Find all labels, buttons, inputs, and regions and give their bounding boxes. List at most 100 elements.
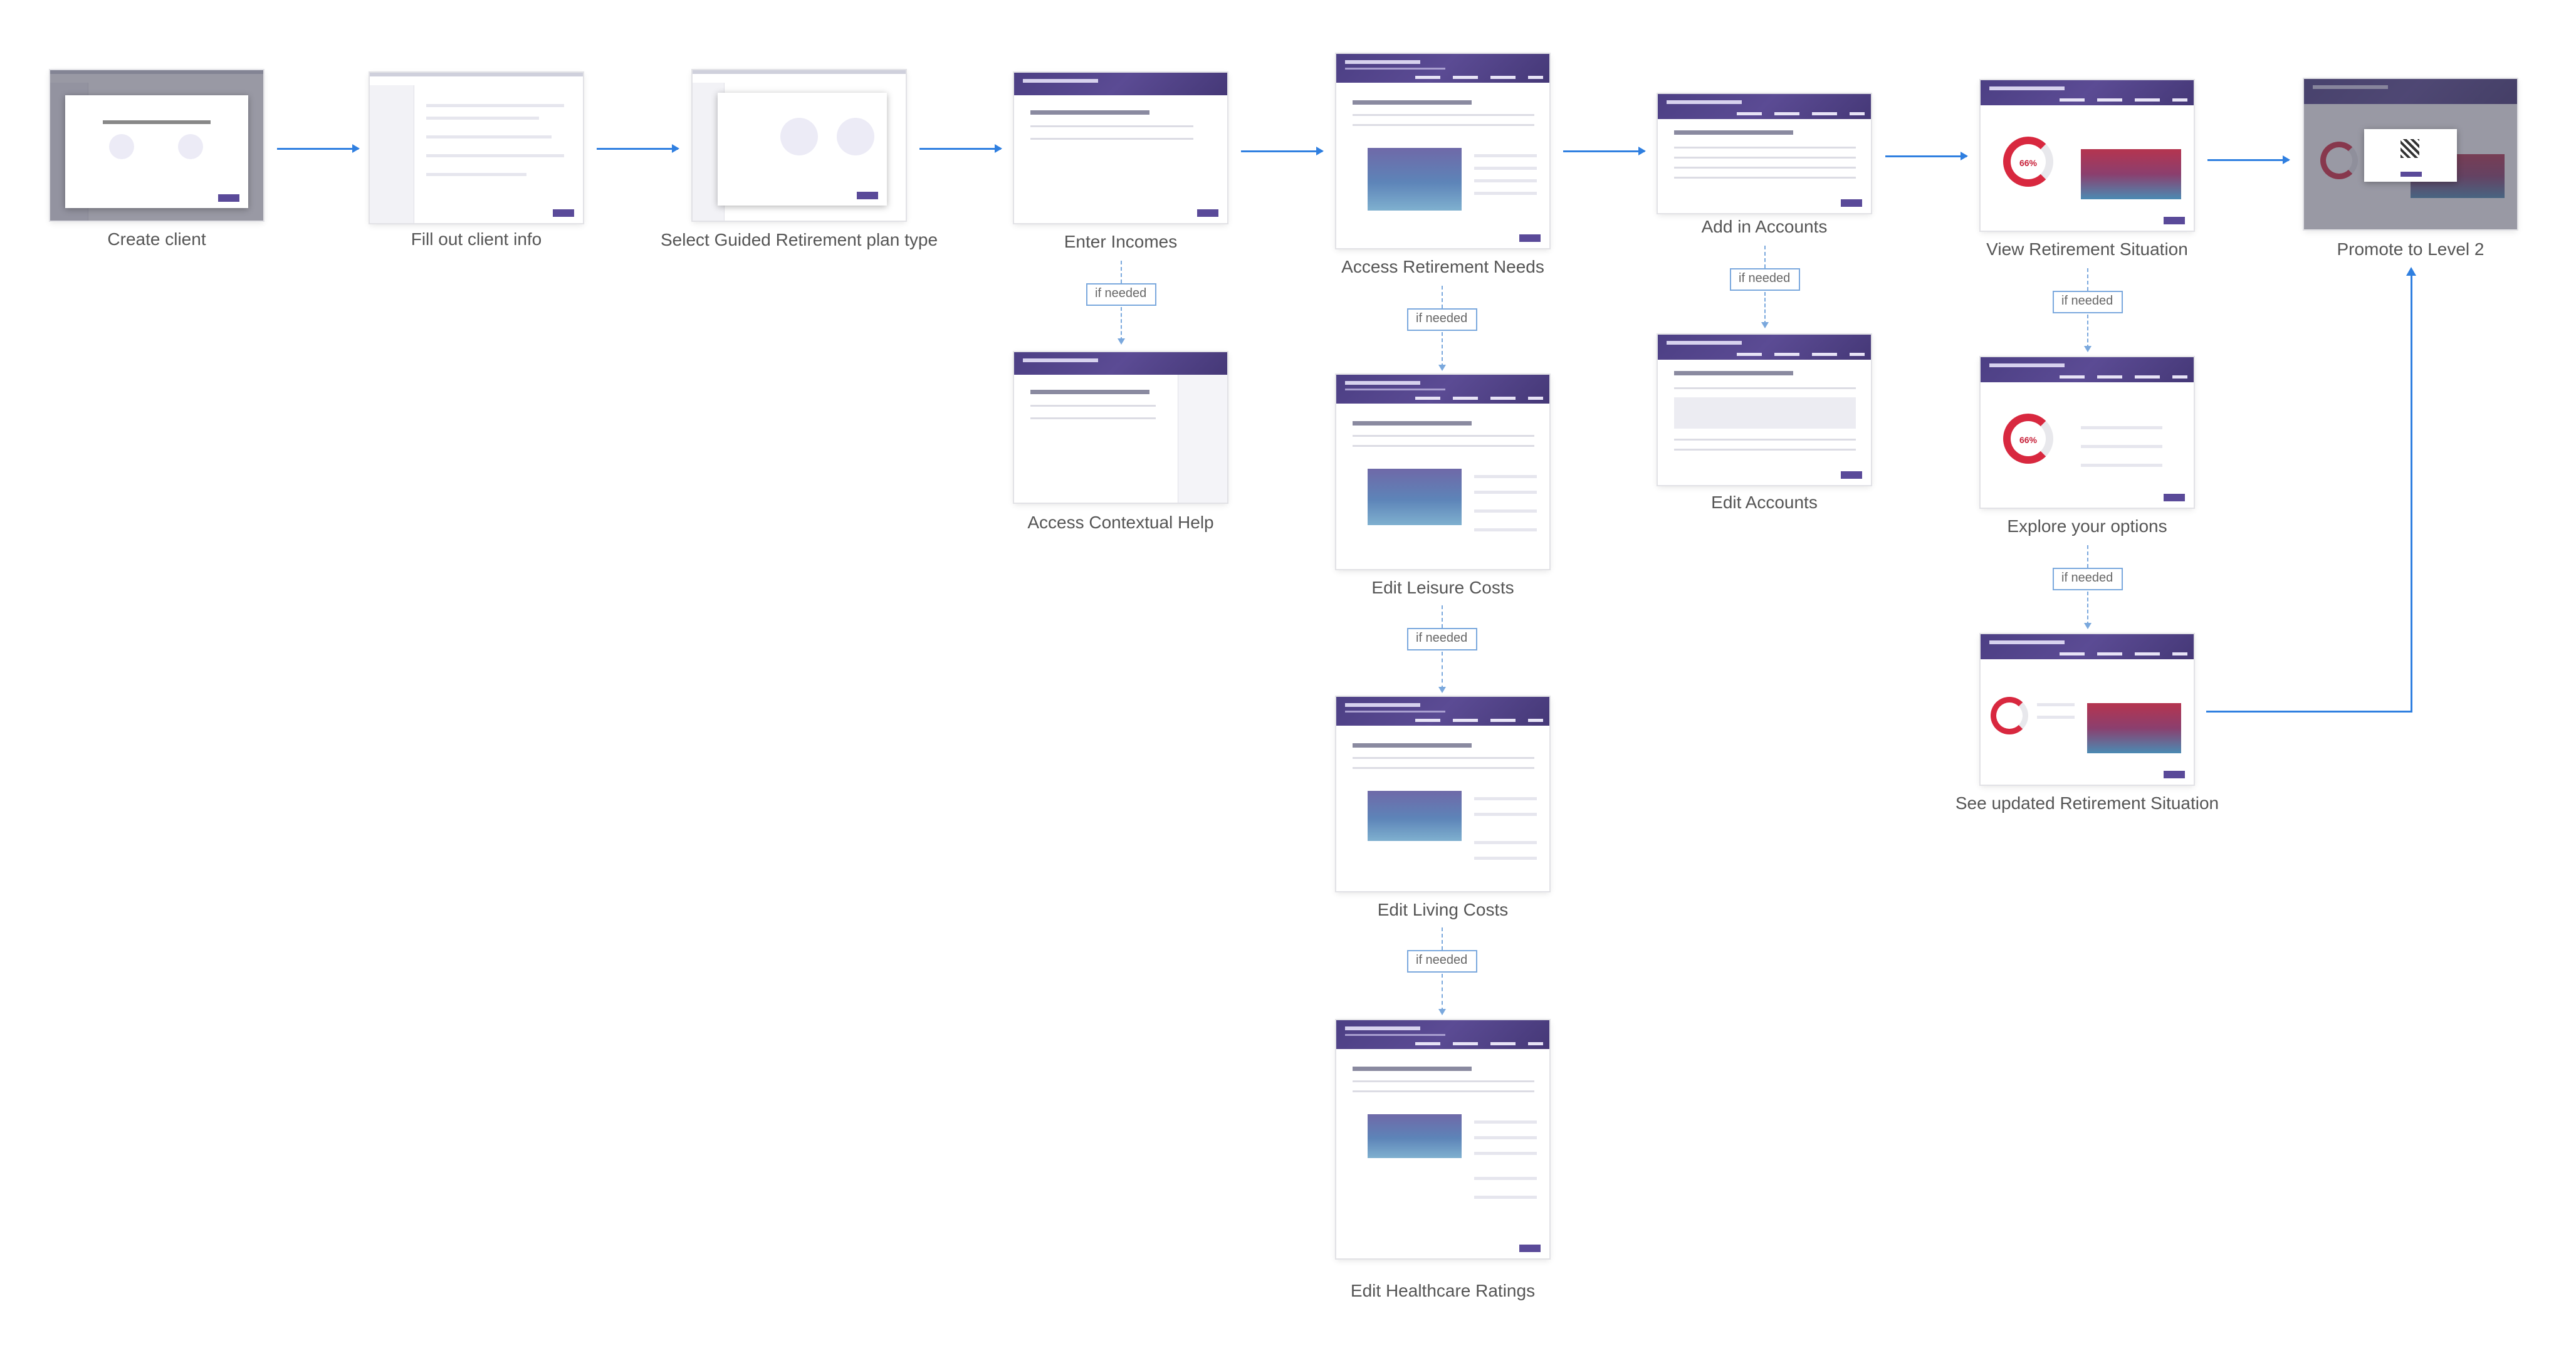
- question-heading: [1674, 371, 1793, 375]
- top-bar: [370, 73, 583, 76]
- step-label: Create client: [107, 229, 206, 249]
- expenses-chart: [1368, 148, 1462, 211]
- top-bar: [693, 70, 906, 74]
- return-arrowhead: [2406, 267, 2416, 276]
- projection-chart: [2081, 149, 2181, 199]
- option-slider: [2081, 426, 2162, 429]
- return-connector: [2206, 711, 2412, 713]
- account-row: [1674, 167, 1856, 169]
- if-needed-tag: if needed: [1086, 283, 1156, 306]
- screen-leisure-costs: [1336, 375, 1549, 569]
- income-row: [1030, 125, 1193, 127]
- question-heading: [1353, 743, 1472, 748]
- projection-chart: [2087, 703, 2181, 753]
- next-button: [1519, 234, 1541, 242]
- header-subtitle: [1345, 711, 1445, 713]
- header-tabs: [1415, 1042, 1543, 1045]
- header-title: [1345, 1026, 1420, 1030]
- dashed-connector: [1118, 307, 1125, 345]
- income-row: [1030, 405, 1156, 407]
- app-header: [1981, 80, 2194, 105]
- step-label: Edit Leisure Costs: [1371, 578, 1514, 597]
- modal-button: [2401, 172, 2422, 177]
- form-field: [426, 154, 564, 157]
- create-client-modal: [65, 95, 248, 208]
- header-tabs: [2060, 375, 2187, 379]
- header-subtitle: [1345, 1034, 1445, 1036]
- dashed-connector: [1442, 286, 1443, 308]
- setting-row: [1353, 445, 1534, 447]
- income-row: [1030, 417, 1156, 419]
- question-heading: [1353, 100, 1472, 105]
- app-header: [1658, 94, 1871, 119]
- header-title: [1023, 358, 1098, 362]
- dashed-connector: [2084, 592, 2092, 629]
- header-tabs: [1415, 397, 1543, 400]
- step-label: Select Guided Retirement plan type: [660, 230, 938, 249]
- account-row: [1674, 387, 1856, 389]
- account-row: [1674, 177, 1856, 179]
- screen-retirement-situation: 66%: [1981, 80, 2194, 231]
- form-field: [426, 117, 539, 120]
- expense-row: [1474, 192, 1537, 195]
- header-tabs: [2060, 98, 2187, 102]
- header-title: [1345, 381, 1420, 385]
- account-row: [1674, 449, 1856, 451]
- celebration-icon: [2401, 139, 2419, 158]
- app-header: [1336, 1020, 1549, 1049]
- next-button: [1841, 471, 1862, 479]
- step-label: Edit Healthcare Ratings: [1350, 1281, 1536, 1300]
- dashed-connector: [2084, 315, 2092, 352]
- question-heading: [1353, 1067, 1472, 1071]
- app-header: [1336, 375, 1549, 404]
- if-needed-tag: if needed: [1407, 628, 1477, 650]
- step-label: Edit Accounts: [1711, 493, 1818, 512]
- header-title: [1989, 363, 2065, 367]
- plan-type-modal: [718, 93, 887, 206]
- step-label: Promote to Level 2: [2337, 239, 2484, 259]
- if-needed-tag: if needed: [2053, 291, 2123, 313]
- next-button: [1519, 1245, 1541, 1252]
- return-connector: [2411, 276, 2412, 713]
- flow-arrow: [919, 144, 1002, 153]
- dashed-connector: [2087, 268, 2088, 291]
- donut-percent: 66%: [2019, 158, 2038, 168]
- header-title: [1667, 341, 1742, 345]
- app-header: [1658, 335, 1871, 360]
- promote-modal: [2364, 129, 2457, 182]
- option-icon: [178, 134, 203, 159]
- next-button: [2164, 771, 2185, 778]
- expenses-chart: [1368, 1114, 1462, 1158]
- account-row: [1674, 147, 1856, 149]
- next-button: [2164, 494, 2185, 501]
- setting-row: [1353, 114, 1534, 116]
- account-row: [1674, 157, 1856, 159]
- option-row: [2037, 716, 2075, 719]
- step-label: See updated Retirement Situation: [1955, 793, 2219, 813]
- form-field: [426, 135, 552, 138]
- screen-contextual-help: [1014, 352, 1227, 503]
- step-label: Add in Accounts: [1701, 217, 1828, 236]
- question-heading: [1030, 390, 1149, 394]
- expense-row: [1474, 857, 1537, 860]
- form-button: [553, 209, 574, 217]
- modal-title: [103, 120, 211, 124]
- setting-row: [1353, 1090, 1534, 1092]
- screen-promote-level-2: [2304, 79, 2517, 229]
- account-edit-panel: [1674, 397, 1856, 429]
- expense-row: [1474, 1136, 1537, 1139]
- setting-row: [1353, 767, 1534, 769]
- expense-row: [1474, 841, 1537, 844]
- step-label: Enter Incomes: [1064, 232, 1178, 251]
- flow-arrow: [1885, 152, 1968, 160]
- expense-row: [1474, 475, 1537, 478]
- if-needed-tag: if needed: [1407, 308, 1477, 331]
- if-needed-tag: if needed: [1730, 268, 1800, 291]
- dashed-connector: [1442, 927, 1443, 950]
- setting-row: [1353, 1080, 1534, 1082]
- expense-row: [1474, 167, 1537, 170]
- screen-updated-situation: [1981, 634, 2194, 785]
- on-track-donut: 66%: [2003, 137, 2053, 187]
- app-header: [1336, 697, 1549, 726]
